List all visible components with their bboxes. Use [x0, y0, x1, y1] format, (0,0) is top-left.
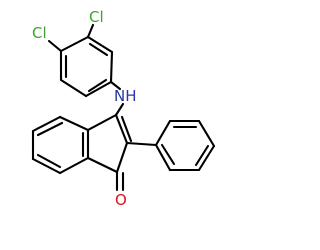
nitrogen-label: NH [114, 87, 137, 105]
bond [154, 119, 172, 147]
bond-to-phenyl [125, 141, 158, 147]
bond-to-nh [109, 80, 122, 91]
double-bond-inner [160, 143, 176, 166]
double-bond-inner [120, 115, 133, 143]
bond [58, 115, 90, 132]
double-bond-inner [87, 78, 108, 93]
bond [86, 113, 118, 132]
indenone-core [31, 113, 133, 192]
bond-to-cl-left [47, 39, 63, 53]
molecule-structure: Cl Cl NH O [31, 8, 216, 209]
chlorine-label-top: Cl [89, 8, 104, 26]
substituent-bonds [47, 23, 125, 117]
bond [58, 156, 90, 175]
structure-diagram: Cl Cl NH O [31, 8, 216, 209]
bond [197, 119, 216, 148]
bond [84, 80, 113, 98]
bond [31, 157, 62, 175]
bond-to-cl-top [86, 23, 95, 39]
bond [115, 141, 129, 174]
chlorine-label-left: Cl [32, 24, 47, 42]
dichlorophenyl-ring [59, 35, 114, 98]
bond [109, 50, 114, 84]
bond [31, 115, 62, 133]
oxygen-label: O [115, 191, 127, 209]
phenyl-ring [125, 119, 216, 172]
bond [197, 144, 216, 172]
bond [86, 35, 114, 54]
bond [86, 156, 119, 174]
bond [114, 113, 129, 145]
bond [59, 35, 90, 53]
bond [154, 143, 172, 172]
double-bond-inner [194, 144, 210, 167]
double-bond-inner [88, 42, 109, 57]
double-bond-inner [36, 153, 62, 169]
double-bond-inner [36, 121, 64, 137]
bond [59, 78, 88, 98]
bond-nh-to-indenone [114, 102, 125, 117]
